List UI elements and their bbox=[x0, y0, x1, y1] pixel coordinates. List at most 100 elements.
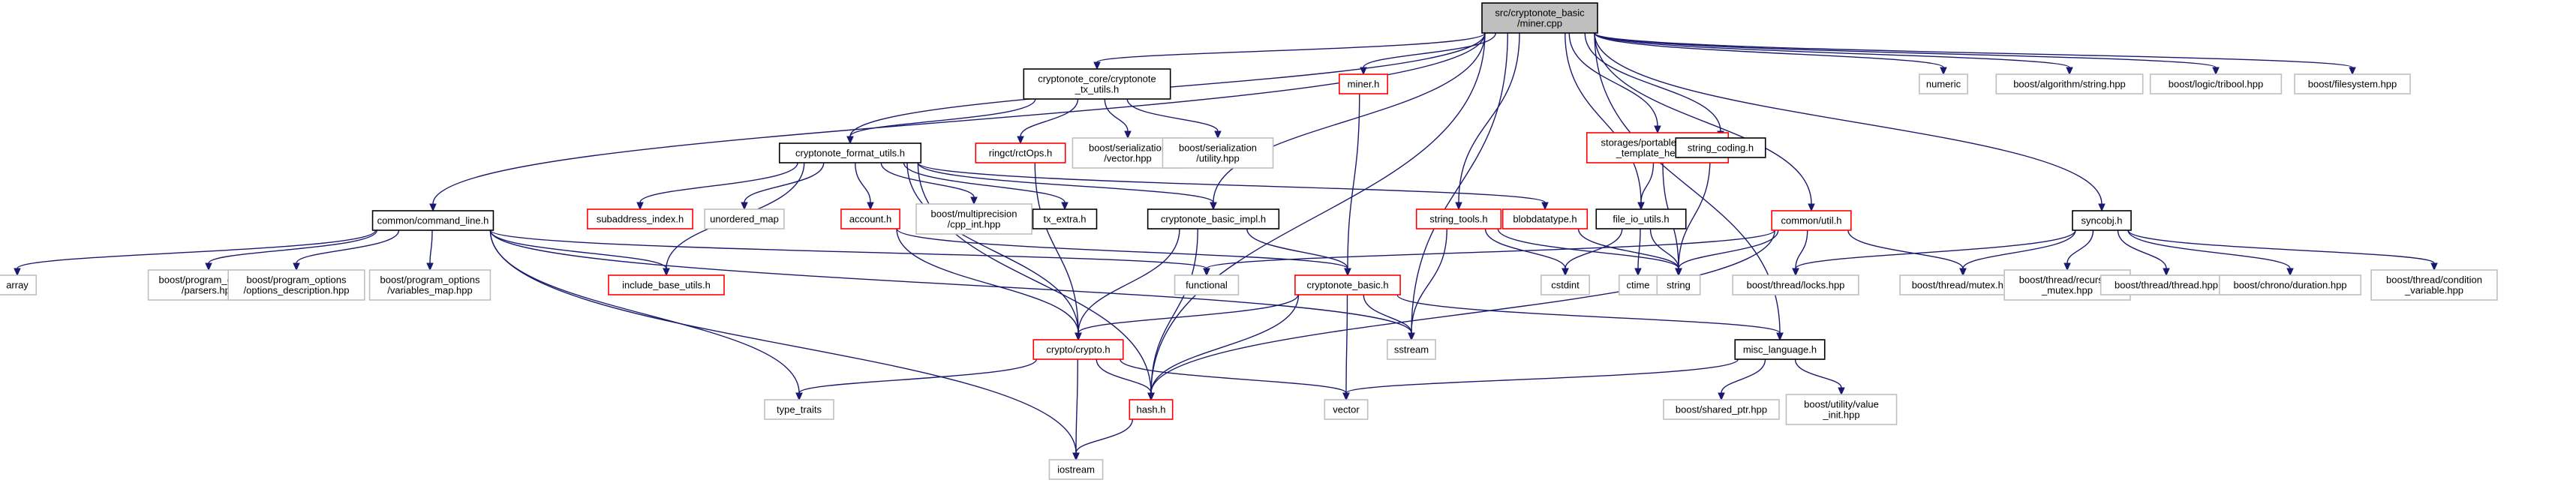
edge-cn-tx-utils-to-rctops bbox=[1017, 98, 1079, 145]
node-b-multiprec: boost/multiprecision/cpp_int.hpp bbox=[915, 203, 1033, 235]
edge-cmd-line-to-iostream bbox=[489, 230, 1080, 461]
edge-root-to-common-util bbox=[1594, 32, 1815, 212]
edge-cn-basic-impl-to-cn-basic bbox=[1246, 228, 1351, 277]
node-b-locks: boost/thread/locks.hpp bbox=[1732, 274, 1859, 296]
node-cn-basic[interactable]: cryptonote_basic.h bbox=[1294, 274, 1401, 296]
node-label: boost/multiprecision bbox=[931, 208, 1017, 220]
node-cn-basic-impl[interactable]: cryptonote_basic_impl.h bbox=[1147, 208, 1280, 230]
node-box bbox=[915, 203, 1033, 235]
edge-root-to-cn-tx-utils bbox=[1093, 32, 1486, 70]
node-misc-lang[interactable]: misc_language.h bbox=[1734, 339, 1826, 360]
node-include-base[interactable]: include_base_utils.h bbox=[608, 274, 725, 296]
node-miner-h[interactable]: miner.h bbox=[1339, 74, 1388, 94]
node-cn-format[interactable]: cryptonote_format_utils.h bbox=[778, 142, 922, 164]
node-box bbox=[1540, 274, 1590, 296]
node-syncobj[interactable]: syncobj.h bbox=[2072, 210, 2132, 231]
node-ctime: ctime bbox=[1618, 274, 1658, 296]
node-label: /miner.cpp bbox=[1517, 18, 1562, 29]
node-subaddr[interactable]: subaddress_index.h bbox=[587, 208, 693, 230]
node-b-thread: boost/thread/thread.hpp bbox=[2100, 274, 2233, 296]
node-blobdatatype[interactable]: blobdatatype.h bbox=[1501, 208, 1589, 230]
node-b-po-desc: boost/program_options/options_descriptio… bbox=[227, 269, 365, 301]
node-array: array bbox=[0, 274, 38, 296]
node-account[interactable]: account.h bbox=[840, 208, 900, 230]
node-root[interactable]: src/cryptonote_basic/miner.cpp bbox=[1481, 2, 1598, 34]
node-label: cryptonote_core/cryptonote bbox=[1038, 74, 1156, 85]
node-string-tools[interactable]: string_tools.h bbox=[1415, 208, 1502, 230]
node-box bbox=[778, 142, 922, 164]
edge-cn-format-to-account bbox=[855, 162, 874, 211]
node-label: boost/filesystem.hpp bbox=[2308, 79, 2397, 90]
node-sstream: sstream bbox=[1387, 339, 1436, 360]
node-box bbox=[1023, 68, 1171, 100]
edge-crypto-to-hash bbox=[1096, 358, 1155, 401]
node-box bbox=[2100, 274, 2233, 296]
edge-cn-basic-impl-to-crypto bbox=[1075, 228, 1180, 341]
edge-cn-format-to-subaddr bbox=[636, 162, 798, 211]
edge-cn-basic-to-sstream bbox=[1363, 294, 1415, 341]
node-box bbox=[1771, 210, 1852, 231]
node-crypto[interactable]: crypto/crypto.h bbox=[1033, 339, 1124, 360]
node-hash[interactable]: hash.h bbox=[1129, 399, 1174, 420]
node-box bbox=[1618, 274, 1658, 296]
node-label: _tx_utils.h bbox=[1075, 84, 1120, 95]
node-box bbox=[975, 142, 1066, 164]
node-tx-extra[interactable]: tx_extra.h bbox=[1032, 208, 1098, 230]
edge-cn-basic-to-hash bbox=[1147, 294, 1300, 401]
node-file-io[interactable]: file_io_utils.h bbox=[1595, 208, 1687, 230]
edge-cn-basic-to-vector bbox=[1342, 294, 1350, 401]
node-cn-tx-utils[interactable]: cryptonote_core/cryptonote_tx_utils.h bbox=[1023, 68, 1171, 100]
node-label: cryptonote_basic.h bbox=[1306, 280, 1388, 291]
node-numeric: numeric bbox=[1919, 74, 1968, 94]
node-label: type_traits bbox=[777, 404, 822, 416]
node-label: iostream bbox=[1057, 464, 1095, 476]
node-string: string bbox=[1656, 274, 1701, 296]
node-b-fs: boost/filesystem.hpp bbox=[2294, 74, 2411, 94]
node-box bbox=[704, 208, 785, 230]
node-box bbox=[1656, 274, 1701, 296]
edge-cmd-line-to-b-po-desc bbox=[293, 230, 400, 272]
node-box bbox=[1162, 137, 1274, 169]
node-box bbox=[2072, 210, 2132, 231]
edge-misc-lang-to-vector bbox=[1342, 358, 1739, 401]
node-label: boost/thread/mutex.hpp bbox=[1912, 280, 2015, 291]
node-cmd-line[interactable]: common/command_line.h bbox=[371, 210, 494, 231]
node-label: functional bbox=[1186, 280, 1228, 291]
node-unordered-map: unordered_map bbox=[704, 208, 785, 230]
edge-root-to-cmd-line bbox=[429, 32, 1486, 212]
node-b-rec-mutex: boost/thread/recursive_mutex.hpp bbox=[2003, 269, 2131, 301]
node-rctops[interactable]: ringct/rctOps.h bbox=[975, 142, 1066, 164]
node-label: sstream bbox=[1394, 344, 1429, 356]
edge-hash-to-iostream bbox=[1072, 418, 1133, 461]
edge-root-to-sstream bbox=[1408, 32, 1508, 341]
node-box bbox=[1174, 274, 1240, 296]
node-b-po-vmap: boost/program_options/variables_map.hpp bbox=[368, 269, 491, 301]
edge-cn-basic-to-crypto bbox=[1075, 294, 1299, 341]
node-string-coding[interactable]: string_coding.h bbox=[1675, 137, 1766, 158]
node-label: boost/utility/value bbox=[1804, 399, 1879, 410]
edge-cn-format-to-tx-extra bbox=[903, 162, 1069, 211]
node-b-duration: boost/chrono/duration.hpp bbox=[2218, 274, 2362, 296]
node-b-condvar: boost/thread/condition_variable.hpp bbox=[2370, 269, 2498, 301]
edge-cn-format-to-hash bbox=[917, 162, 1155, 401]
node-label: boost/shared_ptr.hpp bbox=[1676, 404, 1767, 416]
node-label: boost/program_options bbox=[380, 274, 480, 286]
node-box bbox=[227, 269, 365, 301]
node-label: blobdatatype.h bbox=[1513, 214, 1577, 225]
node-label: array bbox=[6, 280, 29, 291]
node-box bbox=[1732, 274, 1859, 296]
node-common-util[interactable]: common/util.h bbox=[1771, 210, 1852, 231]
edge-syncobj-to-b-duration bbox=[2127, 230, 2294, 277]
node-label: /options_description.hpp bbox=[244, 285, 350, 296]
node-label: _init.hpp bbox=[1822, 410, 1859, 421]
node-box bbox=[1048, 459, 1104, 480]
edge-root-to-b-fs bbox=[1594, 32, 2356, 76]
node-label: common/util.h bbox=[1781, 215, 1842, 226]
edge-crypto-to-type-traits bbox=[795, 358, 1037, 401]
node-box bbox=[2294, 74, 2411, 94]
edge-cmd-line-to-array bbox=[14, 230, 377, 277]
edge-root-to-string-tools bbox=[1455, 32, 1520, 211]
node-label: cryptonote_basic_impl.h bbox=[1161, 214, 1266, 225]
node-label: /variables_map.hpp bbox=[387, 285, 472, 296]
